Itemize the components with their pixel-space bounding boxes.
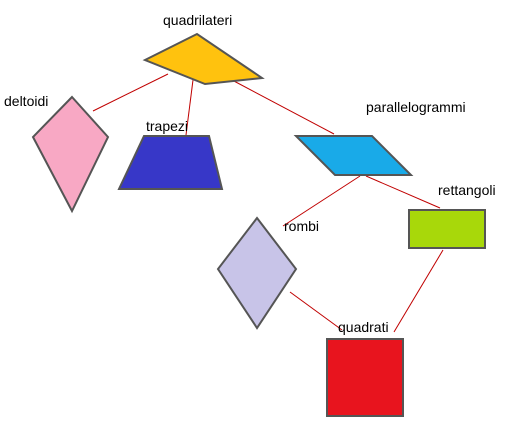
- rettangoli-shape: [408, 209, 486, 249]
- parallelogrammi-shape: [293, 135, 414, 176]
- edges: [92, 73, 444, 333]
- parallelogrammi-label: parallelogrammi: [366, 99, 466, 115]
- edge-parallelogrammi-rettangoli: [365, 175, 441, 209]
- quadrilateri-label: quadrilateri: [163, 12, 232, 28]
- rettangoli-label: rettangoli: [438, 182, 496, 198]
- quadrati-shape: [326, 338, 404, 417]
- rombi-shape: [216, 216, 298, 330]
- edge-quadrilateri-parallelogrammi: [231, 79, 335, 135]
- trapezi-shape: [117, 135, 224, 190]
- edge-rombi-quadrati: [289, 291, 343, 331]
- edge-parallelogrammi-rombi: [282, 175, 361, 227]
- quadrilateri-shape: [142, 32, 265, 86]
- deltoidi-label: deltoidi: [4, 93, 48, 109]
- edge-quadrilateri-deltoidi: [92, 73, 169, 112]
- deltoidi-shape: [31, 95, 110, 214]
- edge-quadrilateri-trapezi: [185, 79, 194, 136]
- quadrati-label: quadrati: [338, 319, 389, 335]
- rombi-label: rombi: [284, 218, 319, 234]
- edge-rettangoli-quadrati: [393, 249, 444, 333]
- trapezi-label: trapezi: [146, 118, 188, 134]
